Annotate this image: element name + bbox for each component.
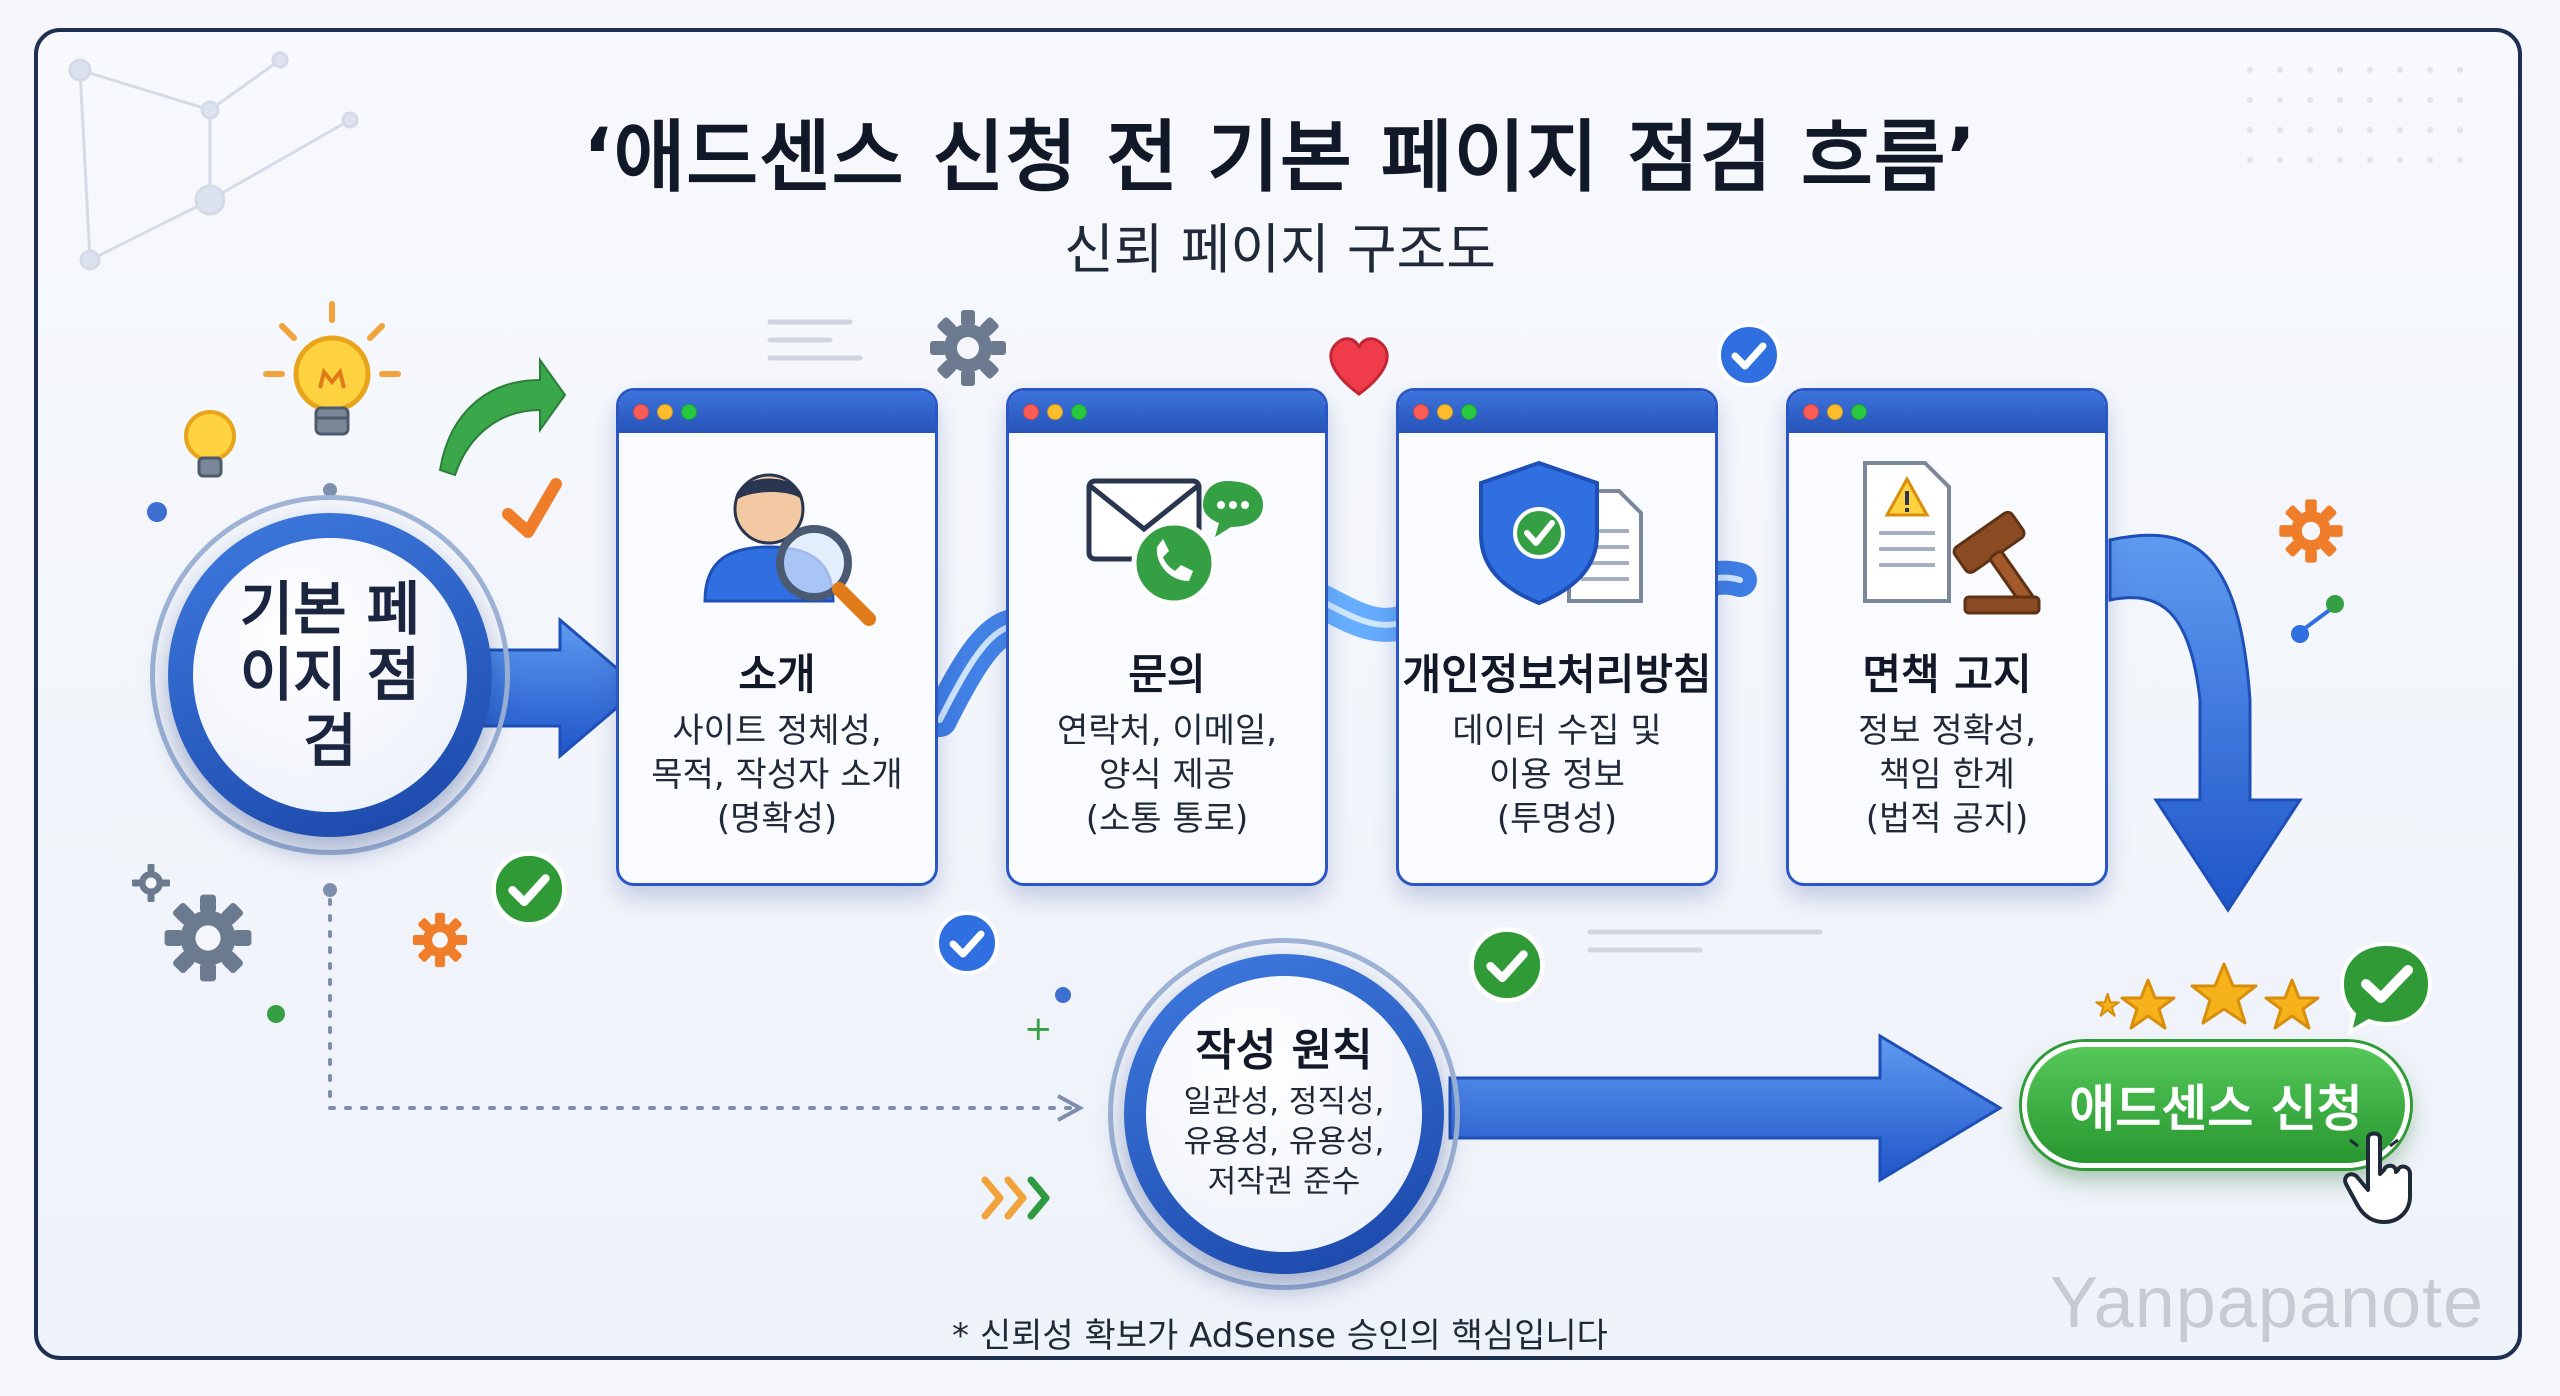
start-node-inner: 기본 페이지 점검 (193, 538, 467, 812)
page-title: ‘애드센스 신청 전 기본 페이지 점검 흐름’ (582, 113, 1978, 203)
gear-icon (930, 310, 1006, 386)
desc-line: 목적, 작성자 소개 (651, 755, 903, 795)
footnote: * 신뢰성 확보가 AdSense 승인의 핵심입니다 (952, 1316, 1608, 1356)
window-close-dot (633, 404, 649, 420)
principle-node-inner: 작성 원칙 일관성, 정직성, 유용성, 유용성, 저작권 준수 (1146, 976, 1422, 1252)
desc-line: (소통 통로) (1085, 799, 1249, 839)
window-close-dot (1023, 404, 1039, 420)
desc-line: 유용성, 유용성, (1183, 1124, 1385, 1160)
person-search-icon (703, 473, 876, 626)
page-card-contact: 문의 연락처, 이메일, 양식 제공 (소통 통로) (1006, 388, 1328, 886)
check-badge-green-icon (491, 851, 567, 927)
window-minimize-dot (657, 404, 673, 420)
desc-line: 양식 제공 (1099, 755, 1235, 795)
start-ring (150, 495, 510, 855)
chevrons-icon (981, 1176, 1050, 1220)
window-maximize-dot (1071, 404, 1087, 420)
lightbulb-icon (263, 301, 401, 436)
window-maximize-dot (1461, 404, 1477, 420)
desc-line: 정보 정확성, (1857, 711, 2036, 751)
rail-node (323, 483, 337, 497)
page-card-disclaimer: 면책 고지 정보 정확성, 책임 한계 (법적 공지) (1786, 388, 2108, 886)
window-titlebar (619, 391, 935, 433)
check-speech-bubble-icon (2339, 941, 2433, 1037)
speed-lines-decoration (767, 319, 1823, 953)
rail-node (323, 883, 337, 897)
check-badge-icon (1717, 323, 1781, 387)
gavel-document-icon (1863, 461, 2041, 615)
desc-line: 책임 한계 (1879, 755, 2015, 795)
window-minimize-dot (1437, 404, 1453, 420)
curved-down-arrow (2108, 533, 2303, 913)
desc-line: 이용 정보 (1489, 755, 1625, 795)
gear-orange-icon (2279, 499, 2343, 563)
check-badge-icon (935, 911, 999, 975)
principle-title: 작성 원칙 (1195, 1025, 1373, 1076)
desc-line: 데이터 수집 및 (1452, 711, 1662, 751)
hand-pointer-icon (2343, 1131, 2412, 1224)
page-card-desc: 정보 정확성, 책임 한계 (법적 공지) (1799, 709, 2095, 841)
gear-small-icon (132, 864, 170, 902)
network-decoration (68, 51, 359, 271)
page-card-title: 개인정보처리방침 (1402, 650, 1712, 699)
check-badge-green-icon (1469, 927, 1545, 1003)
shield-document-icon (1479, 460, 1643, 606)
dotted-rail (328, 898, 1072, 1110)
apply-adsense-button[interactable]: 애드센스 신청 (2022, 1042, 2410, 1168)
svg-text:+: + (1024, 1009, 1053, 1049)
accent-dot (267, 1005, 285, 1023)
desc-line: 사이트 정체성, (672, 711, 882, 751)
window-close-dot (1413, 404, 1429, 420)
window-minimize-dot (1827, 404, 1843, 420)
page-card-title: 면책 고지 (1862, 650, 2032, 699)
page-card-title: 소개 (738, 650, 816, 699)
window-maximize-dot (681, 404, 697, 420)
desc-line: 연락처, 이메일, (1056, 711, 1278, 751)
pencil-check-icon (502, 478, 562, 538)
principle-desc: 일관성, 정직성, 유용성, 유용성, 저작권 준수 (1146, 1082, 1422, 1202)
principle-ring (1108, 938, 1460, 1290)
page-card-privacy: 개인정보처리방침 데이터 수집 및 이용 정보 (투명성) (1396, 388, 1718, 886)
page-card-desc: 사이트 정체성, 목적, 작성자 소개 (명확성) (629, 709, 925, 841)
dot-grid-decoration (2247, 67, 2463, 163)
apply-adsense-label: 애드센스 신청 (2069, 1080, 2363, 1138)
accent-dot (147, 502, 167, 522)
page-subtitle: 신뢰 페이지 구조도 (1064, 218, 1496, 281)
green-curve-arrow (438, 356, 567, 477)
heart-icon (1329, 337, 1389, 396)
page-card-about: 소개 사이트 정체성, 목적, 작성자 소개 (명확성) (616, 388, 938, 886)
desc-line: 저작권 준수 (1207, 1164, 1361, 1200)
page-card-title: 문의 (1128, 650, 1206, 699)
desc-line: (명확성) (716, 799, 838, 839)
gear-orange-icon (412, 912, 468, 968)
window-maximize-dot (1851, 404, 1867, 420)
lightbulb-small-icon (184, 410, 236, 478)
desc-line: 일관성, 정직성, (1183, 1084, 1385, 1120)
window-close-dot (1803, 404, 1819, 420)
window-titlebar (1399, 391, 1715, 433)
accent-dot (1055, 987, 1071, 1003)
rating-stars-icon (2095, 962, 2320, 1030)
window-titlebar (1789, 391, 2105, 433)
window-titlebar (1009, 391, 1325, 433)
window-minimize-dot (1047, 404, 1063, 420)
watermark: Yanpapanote (2050, 1263, 2485, 1343)
page-card-desc: 연락처, 이메일, 양식 제공 (소통 통로) (1019, 709, 1315, 841)
desc-line: (투명성) (1496, 799, 1618, 839)
principle-to-cta-arrow (1448, 1033, 2003, 1183)
page-card-desc: 데이터 수집 및 이용 정보 (투명성) (1409, 709, 1705, 841)
start-label: 기본 페이지 점검 (239, 575, 421, 775)
gear-icon (164, 894, 252, 982)
mail-phone-icon (1086, 478, 1263, 606)
dotted-rail-arrowhead (1057, 1094, 1085, 1122)
desc-line: (법적 공지) (1865, 799, 2029, 839)
